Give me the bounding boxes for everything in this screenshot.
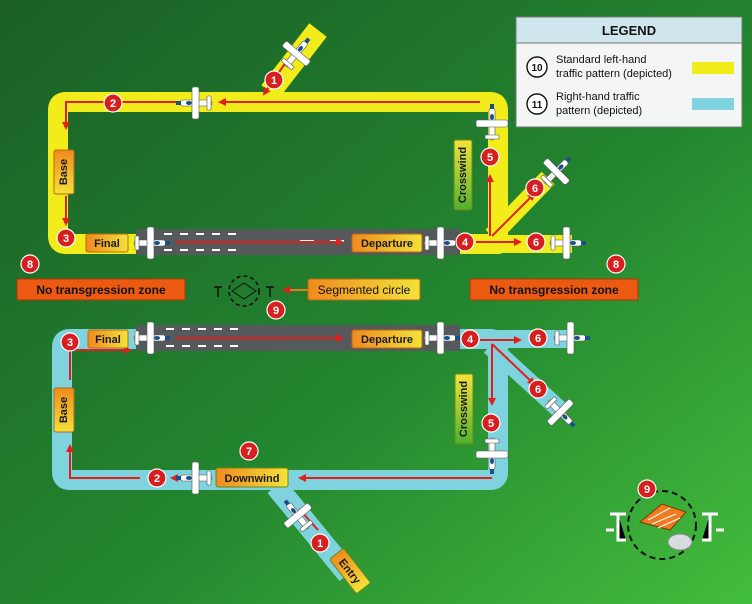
segmented-circle-small [214,275,274,307]
label-departure-lower: Departure [351,329,423,349]
marker-5-upper: 5 [480,147,500,167]
label-departure-upper: Departure [351,233,423,253]
legend: LEGEND 10 Standard left-hand traffic pat… [515,16,743,128]
svg-text:6: 6 [533,237,539,249]
svg-text:6: 6 [535,333,541,345]
no-transgression-zone-left: No transgression zone [16,278,186,301]
svg-text:5: 5 [488,418,494,430]
svg-text:2: 2 [154,473,160,485]
svg-text:10: 10 [531,63,543,74]
svg-text:traffic pattern (depicted): traffic pattern (depicted) [556,68,672,80]
label-crosswind-lower: Crosswind [454,373,474,445]
svg-text:Final: Final [94,238,120,250]
segmented-circle-large [606,490,724,560]
svg-text:Crosswind: Crosswind [458,381,470,437]
svg-text:6: 6 [532,183,538,195]
svg-text:4: 4 [462,237,469,249]
svg-text:9: 9 [644,484,650,496]
marker-2-lower: 2 [147,468,167,488]
svg-text:2: 2 [110,98,116,110]
marker-8-left: 8 [20,254,40,274]
marker-6-lower-straight: 6 [528,328,548,348]
label-base-upper: Base [53,149,75,195]
svg-text:11: 11 [532,100,543,111]
svg-text:Crosswind: Crosswind [457,147,469,203]
marker-5-lower: 5 [481,413,501,433]
marker-4-upper: 4 [455,232,475,252]
svg-text:Final: Final [95,334,121,346]
marker-7: 7 [239,441,259,461]
marker-6-lower-45: 6 [528,379,548,399]
marker-9-center: 9 [266,300,286,320]
no-transgression-zone-right: No transgression zone [469,278,639,301]
label-final-lower: Final [87,329,129,349]
svg-text:No transgression zone: No transgression zone [489,283,619,297]
marker-8-right: 8 [606,254,626,274]
legend-title: LEGEND [602,23,656,38]
marker-3-upper: 3 [56,228,76,248]
svg-text:1: 1 [271,75,277,87]
svg-text:8: 8 [27,259,33,271]
svg-text:Departure: Departure [361,334,413,346]
svg-text:6: 6 [535,384,541,396]
svg-text:Right-hand traffic: Right-hand traffic [556,91,640,103]
svg-text:3: 3 [67,337,73,349]
svg-text:8: 8 [613,259,619,271]
label-final-upper: Final [85,233,129,253]
legend-item-standard: 10 Standard left-hand traffic pattern (d… [526,54,734,80]
svg-text:Segmented circle: Segmented circle [318,283,411,297]
svg-text:4: 4 [467,334,474,346]
svg-text:5: 5 [487,152,493,164]
marker-2-upper: 2 [103,93,123,113]
marker-1-lower: 1 [310,533,330,553]
label-segmented-circle: Segmented circle [282,278,421,301]
marker-1-upper: 1 [264,70,284,90]
marker-6-upper-straight: 6 [526,232,546,252]
svg-text:Downwind: Downwind [225,473,280,485]
blue-departure-45 [483,339,567,417]
svg-text:Base: Base [58,159,70,185]
label-base-lower: Base [53,387,75,433]
marker-6-upper-45: 6 [525,178,545,198]
svg-text:Departure: Departure [361,238,413,250]
svg-text:9: 9 [273,305,279,317]
marker-9-large: 9 [637,479,657,499]
svg-text:No transgression zone: No transgression zone [36,283,166,297]
svg-text:7: 7 [246,446,252,458]
legend-item-right-hand: 11 Right-hand traffic pattern (depicted) [526,91,734,117]
marker-3-lower: 3 [60,332,80,352]
label-crosswind-upper: Crosswind [453,139,473,211]
svg-text:3: 3 [63,233,69,245]
svg-text:Standard left-hand: Standard left-hand [556,54,647,66]
svg-text:1: 1 [317,538,323,550]
svg-text:pattern (depicted): pattern (depicted) [556,105,642,117]
marker-4-lower: 4 [460,329,480,349]
label-downwind: Downwind [215,467,289,488]
svg-text:Base: Base [58,397,70,423]
